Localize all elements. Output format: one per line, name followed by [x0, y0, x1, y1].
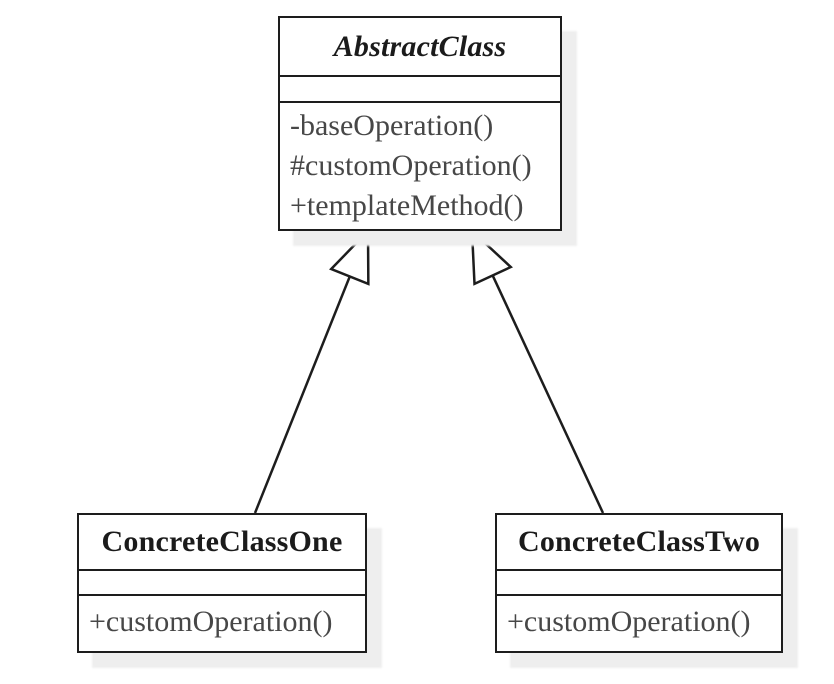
attributes-compartment-concreteclasstwo — [497, 571, 781, 596]
method-templatemethod: +templateMethod() — [290, 189, 524, 222]
class-node-concreteclasstwo: ConcreteClassTwo +customOperation() — [495, 513, 783, 653]
class-name-abstractclass: AbstractClass — [280, 18, 560, 77]
method-customoperation-one: +customOperation() — [89, 605, 333, 638]
methods-compartment-concreteclassone: +customOperation() — [79, 596, 365, 651]
class-name-concreteclasstwo: ConcreteClassTwo — [497, 515, 781, 571]
class-node-concreteclassone: ConcreteClassOne +customOperation() — [77, 513, 367, 653]
attributes-compartment-concreteclassone — [79, 571, 365, 596]
generalization-arrow-two — [472, 231, 605, 514]
methods-compartment-abstractclass: -baseOperation() #customOperation() +tem… — [280, 103, 560, 229]
method-customoperation-abstract: #customOperation() — [290, 149, 532, 182]
methods-compartment-concreteclasstwo: +customOperation() — [497, 596, 781, 651]
generalization-arrow-one — [253, 231, 368, 514]
attributes-compartment-abstractclass — [280, 77, 560, 103]
class-node-abstractclass: AbstractClass -baseOperation() #customOp… — [278, 16, 562, 231]
method-customoperation-two: +customOperation() — [507, 605, 751, 638]
method-baseoperation: -baseOperation() — [290, 109, 494, 142]
class-name-concreteclassone: ConcreteClassOne — [79, 515, 365, 571]
